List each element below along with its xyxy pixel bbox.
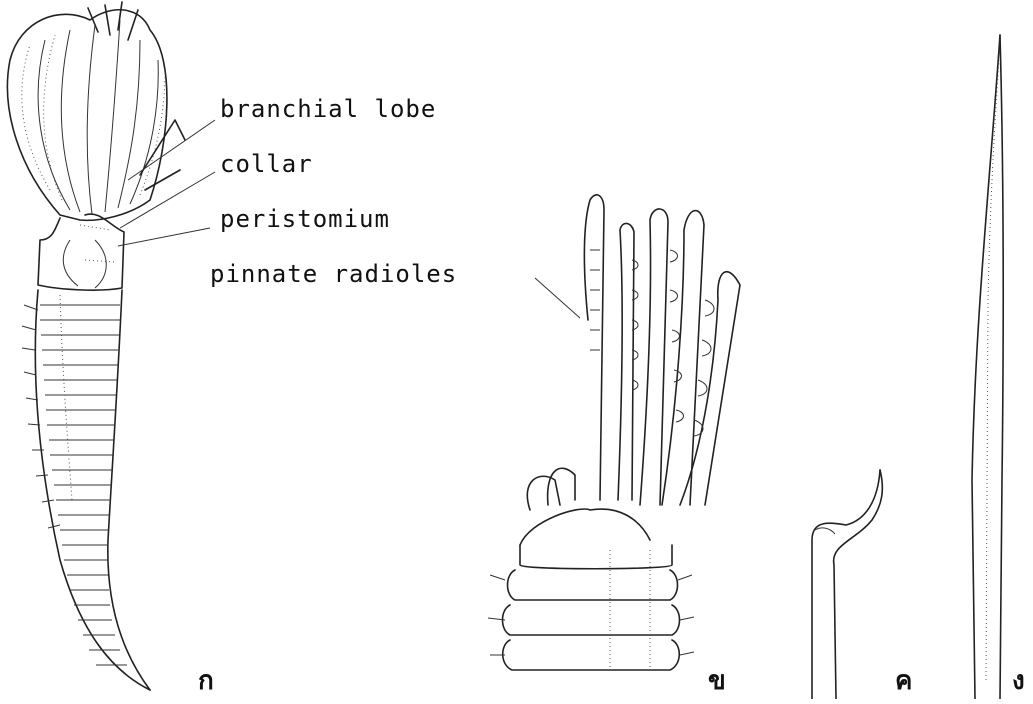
hooked-chaeta-drawing <box>812 470 882 699</box>
collar-peristomium <box>38 214 124 290</box>
long-chaeta-drawing <box>972 35 1003 699</box>
panel-letter-c: ค <box>895 660 912 701</box>
label-pinnate-radioles: pinnate radioles <box>210 260 457 288</box>
branchial-crown <box>7 2 185 220</box>
panel-letter-b: ข <box>708 660 726 701</box>
panel-letter-d: ง <box>1012 660 1025 701</box>
segmented-body <box>22 290 150 690</box>
label-collar: collar <box>220 150 313 178</box>
panel-letter-a: ก <box>198 660 214 701</box>
label-branchial-lobe: branchial lobe <box>220 95 436 123</box>
whole-worm-drawing <box>7 2 185 690</box>
label-peristomium: peristomium <box>220 205 390 233</box>
anterior-end-drawing <box>488 195 740 670</box>
